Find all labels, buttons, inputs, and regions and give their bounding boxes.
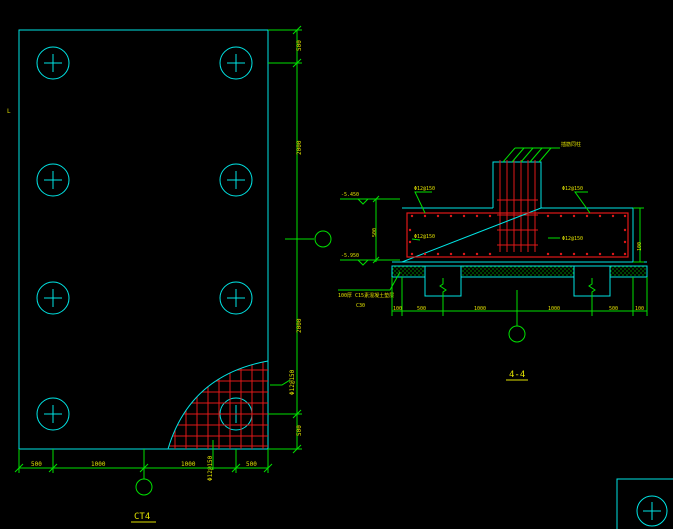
cushion-sublabel: C30 bbox=[356, 303, 365, 309]
section-height-dim: 500 bbox=[372, 228, 378, 237]
plan-dim-bottom-3: 1000 bbox=[181, 461, 196, 468]
plan-dim-bottom-2: 1000 bbox=[91, 461, 106, 468]
elevation-marks bbox=[340, 195, 400, 266]
pile-marker bbox=[219, 281, 253, 315]
plan-dim-bottom-4: 500 bbox=[246, 461, 257, 468]
pile-marker bbox=[219, 46, 253, 80]
pile-group bbox=[36, 46, 253, 431]
section-bottom-dimension bbox=[391, 277, 648, 316]
plan-title: CT4 bbox=[134, 512, 150, 522]
section-dim-1: 100 bbox=[393, 306, 402, 312]
section-right-dim bbox=[633, 207, 644, 263]
cushion-leader bbox=[338, 271, 401, 291]
rebar-label-mid-right: Φ12@150 bbox=[562, 236, 583, 242]
section-dim-2: 500 bbox=[417, 306, 426, 312]
column-rebar-label: 插筋同柱 bbox=[561, 141, 581, 148]
elevation-top: -5.450 bbox=[341, 192, 359, 198]
plan-dim-bottom-1: 500 bbox=[31, 461, 42, 468]
section-axis-callout bbox=[508, 325, 526, 343]
cushion-label: 100厚 C15素混凝土垫层 bbox=[338, 292, 394, 299]
pile-marker bbox=[636, 495, 668, 527]
rebar-mesh-detail bbox=[168, 361, 268, 449]
plan-dim-right-1: 500 bbox=[296, 40, 303, 51]
section-dim-4: 1000 bbox=[548, 306, 560, 312]
column-rebar-leader bbox=[502, 147, 560, 163]
mesh-break-arc bbox=[167, 360, 269, 450]
cushion-layer bbox=[391, 265, 648, 278]
mesh-leaders bbox=[212, 379, 291, 470]
pile-marker bbox=[36, 46, 70, 80]
section-side-dim: 100 bbox=[637, 242, 643, 251]
section-dim-5: 500 bbox=[609, 306, 618, 312]
pile-break-marks bbox=[439, 278, 596, 300]
adjacent-detail-partial bbox=[616, 478, 673, 529]
cap-rebar-leaders bbox=[411, 191, 591, 241]
plan-dim-right-2: 2000 bbox=[296, 140, 303, 155]
mesh-label-right: Φ12@150 bbox=[289, 369, 296, 395]
rebar-label-top-right: Φ12@150 bbox=[562, 186, 583, 192]
pile-cap-outline bbox=[18, 29, 269, 450]
pile-cap-plan: Φ12@150 Φ12@150 L 500 2000 2000 500 bbox=[7, 25, 332, 523]
section-title: 4-4 bbox=[509, 370, 525, 380]
pile-marker bbox=[36, 163, 70, 197]
section-4-4: 插筋同柱 bbox=[338, 141, 648, 381]
axis-callout-right bbox=[314, 230, 332, 248]
plan-dim-right-4: 500 bbox=[296, 425, 303, 436]
section-dim-3: 1000 bbox=[474, 306, 486, 312]
pile-marker bbox=[36, 281, 70, 315]
elevation-bottom: -5.950 bbox=[341, 253, 359, 259]
plan-left-mark: L bbox=[7, 108, 11, 115]
pile-marker bbox=[36, 397, 70, 431]
section-dim-6: 100 bbox=[635, 306, 644, 312]
rebar-label-top-left: Φ12@150 bbox=[414, 186, 435, 192]
column-rebar bbox=[497, 160, 538, 252]
axis-callout-bottom bbox=[135, 478, 153, 496]
column-outline bbox=[492, 161, 542, 208]
cap-rebar-cage bbox=[406, 212, 629, 258]
rebar-label-mid-left: Φ12@150 bbox=[414, 234, 435, 240]
plan-dim-right-3: 2000 bbox=[296, 318, 303, 333]
pile-marker bbox=[219, 163, 253, 197]
